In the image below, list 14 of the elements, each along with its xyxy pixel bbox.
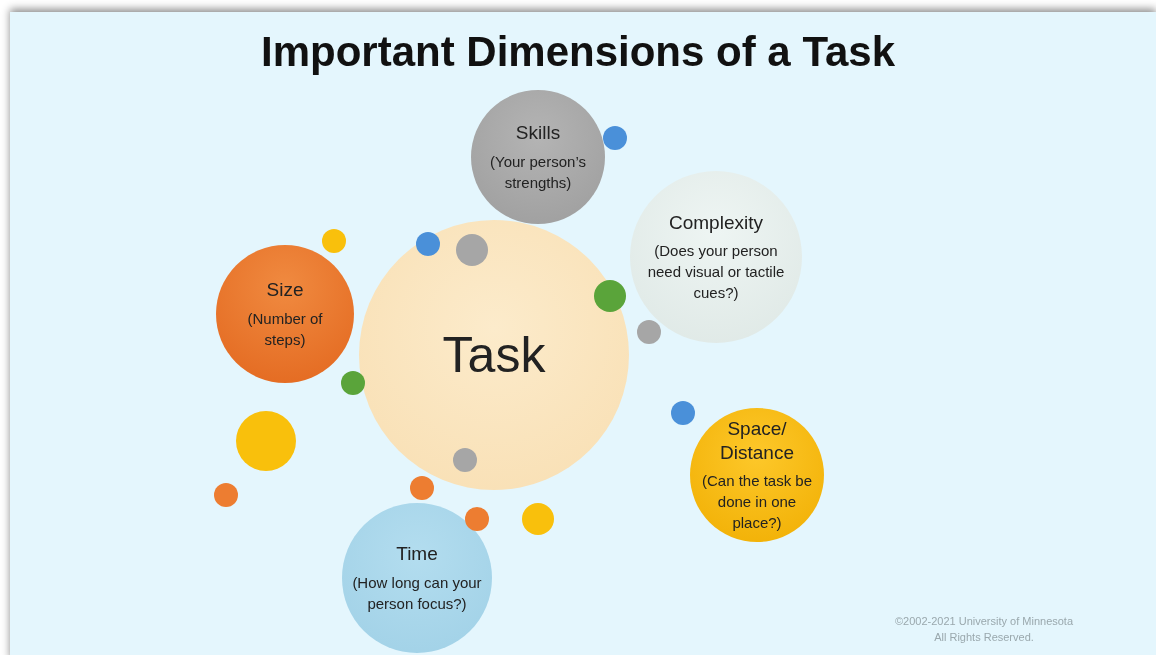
- node-description: (Your person’s strengths): [489, 151, 587, 193]
- title: Important Dimensions of a Task: [261, 28, 895, 76]
- node-title: Space/ Distance: [719, 416, 795, 465]
- node-description: (Does your person need visual or tactile cues?): [646, 241, 786, 304]
- copyright-note: ©2002-2021 University of Minnesota: [894, 615, 1074, 627]
- node-description: (How long can your person focus?): [351, 572, 483, 614]
- node-title: Complexity: [669, 210, 763, 235]
- node-title: Size: [266, 278, 304, 302]
- node-description: (Can the task be done in one place?): [701, 471, 813, 534]
- node-description: (Number of steps): [246, 308, 324, 350]
- node-title: Skills: [515, 121, 561, 145]
- node-title: Time: [396, 542, 438, 566]
- copyright-note: All Rights Reserved.: [934, 631, 1034, 643]
- node-title: Task: [442, 326, 546, 384]
